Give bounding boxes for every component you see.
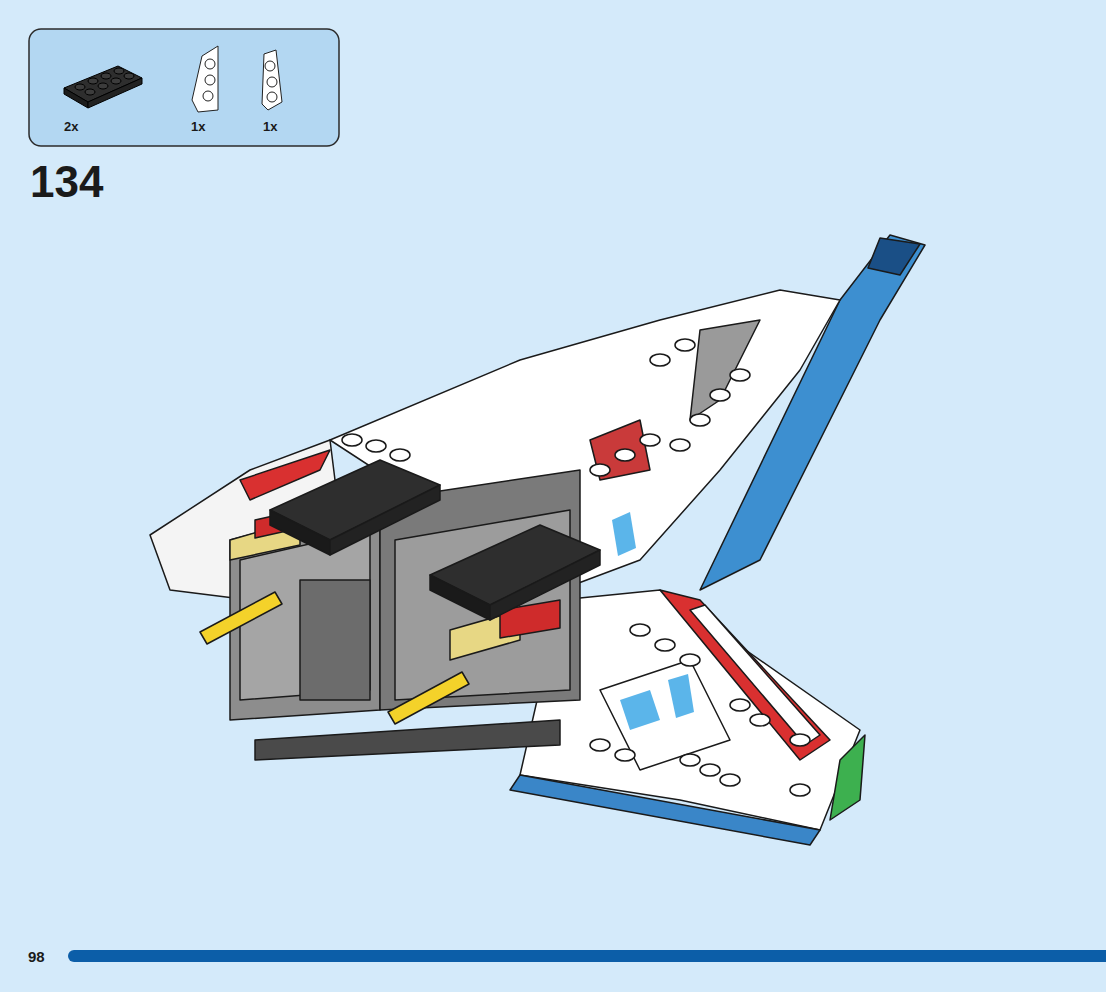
- wedge-part: [192, 46, 218, 112]
- stud-row: [342, 339, 810, 796]
- plate-part: [64, 66, 142, 108]
- part-count: 1x: [263, 120, 277, 133]
- logo-decal: [612, 512, 694, 730]
- spaceship-model: [150, 235, 925, 845]
- part-count: 1x: [191, 120, 205, 133]
- step-number: 134: [30, 160, 103, 204]
- page-number: 98: [28, 949, 45, 964]
- page-bar: [68, 950, 1106, 962]
- part-count: 2x: [64, 120, 78, 133]
- parts-callout: [29, 29, 339, 146]
- wedge-part: [262, 50, 282, 110]
